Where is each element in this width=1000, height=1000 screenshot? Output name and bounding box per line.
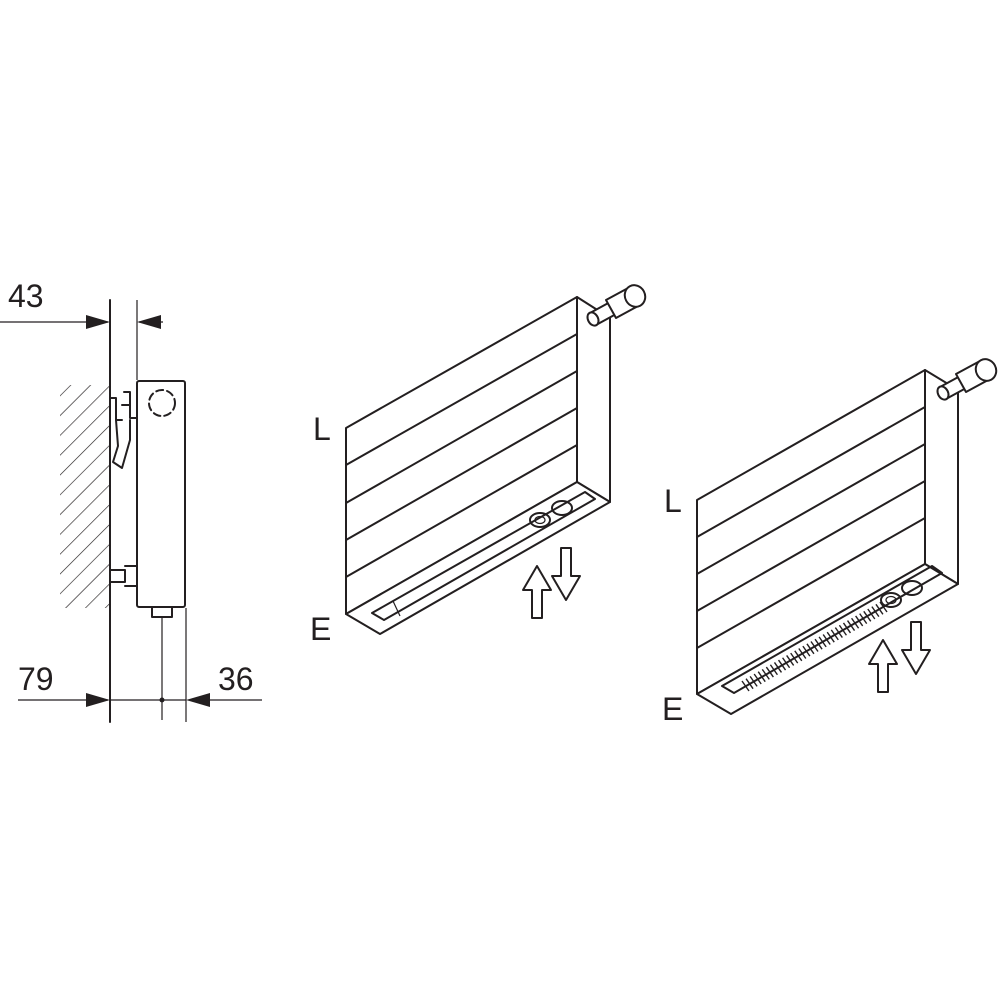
fin [851,617,860,629]
dim-label-79: 79 [18,661,54,697]
fin [838,624,847,636]
fin [741,680,750,692]
radiator-body-side [136,380,186,608]
fin [798,648,807,659]
fin [822,634,831,645]
thermostat-head [936,358,998,401]
panel-line [696,517,926,649]
fin [786,655,795,666]
bottom-connector [151,606,173,618]
fin [777,659,787,671]
panel-line [345,444,578,578]
fin [855,615,864,627]
fin [806,643,815,655]
dim-arrow [86,693,110,707]
fin [863,610,872,622]
panel-line [345,370,578,504]
label-e: E [662,691,683,727]
valve-insert-core [885,595,897,605]
panel-line [345,407,578,541]
dim-arrow [137,315,161,329]
fin [782,657,791,669]
airflow-down-arrow [551,547,581,601]
fin [765,666,774,678]
convection-fins [741,601,888,692]
fin [810,641,819,652]
label-l: L [664,483,682,519]
valve-insert-right [901,580,923,596]
panel-line [696,443,926,575]
airflow-up-arrow [868,639,898,693]
front-view-right: L E [662,358,998,727]
slot-detail [392,600,401,617]
radiator-side-face [924,369,959,585]
valve-insert-core [534,515,546,525]
fin [814,638,823,650]
dim-label-43: 43 [8,278,44,314]
fin [794,650,803,662]
panel-line [345,333,578,466]
wall-hatch [60,385,110,608]
fin [871,606,880,618]
fin [834,627,843,638]
fin [867,608,876,620]
fin [757,671,766,683]
fin [818,636,827,648]
fin [769,664,778,676]
wall-bracket-top [109,391,138,469]
fin [846,620,856,631]
label-e: E [310,611,331,647]
fin [753,673,762,685]
valve-circle [148,389,176,417]
fin [879,601,888,613]
valve-insert-left [880,592,902,608]
fin [826,631,835,643]
wall-bracket-bottom [109,565,138,587]
panel-line [696,480,926,612]
radiator-bottom-face [345,481,611,635]
thermostat-head [586,284,647,327]
radiator-side-face [576,296,611,503]
airflow-down-arrow [901,621,931,675]
panel-line [696,406,926,538]
grille-slot [371,491,596,621]
dim-arrow [86,315,110,329]
valve-insert-left [529,512,551,528]
fin [773,662,783,673]
fin [859,613,868,625]
fin [761,668,770,680]
fin [749,675,758,687]
front-view-left: L E [310,284,647,647]
grille-slot [721,565,943,694]
dim-arrow [186,693,210,707]
fin [745,678,754,690]
side-view: 43 79 36 [0,278,262,723]
airflow-up-arrow [522,565,552,619]
fin [802,645,811,657]
fin [830,629,839,641]
label-l: L [313,411,331,447]
fin [790,652,799,664]
fin [842,622,852,634]
dim-label-36: 36 [218,661,254,697]
fin [875,603,884,615]
valve-insert-right [551,500,573,516]
